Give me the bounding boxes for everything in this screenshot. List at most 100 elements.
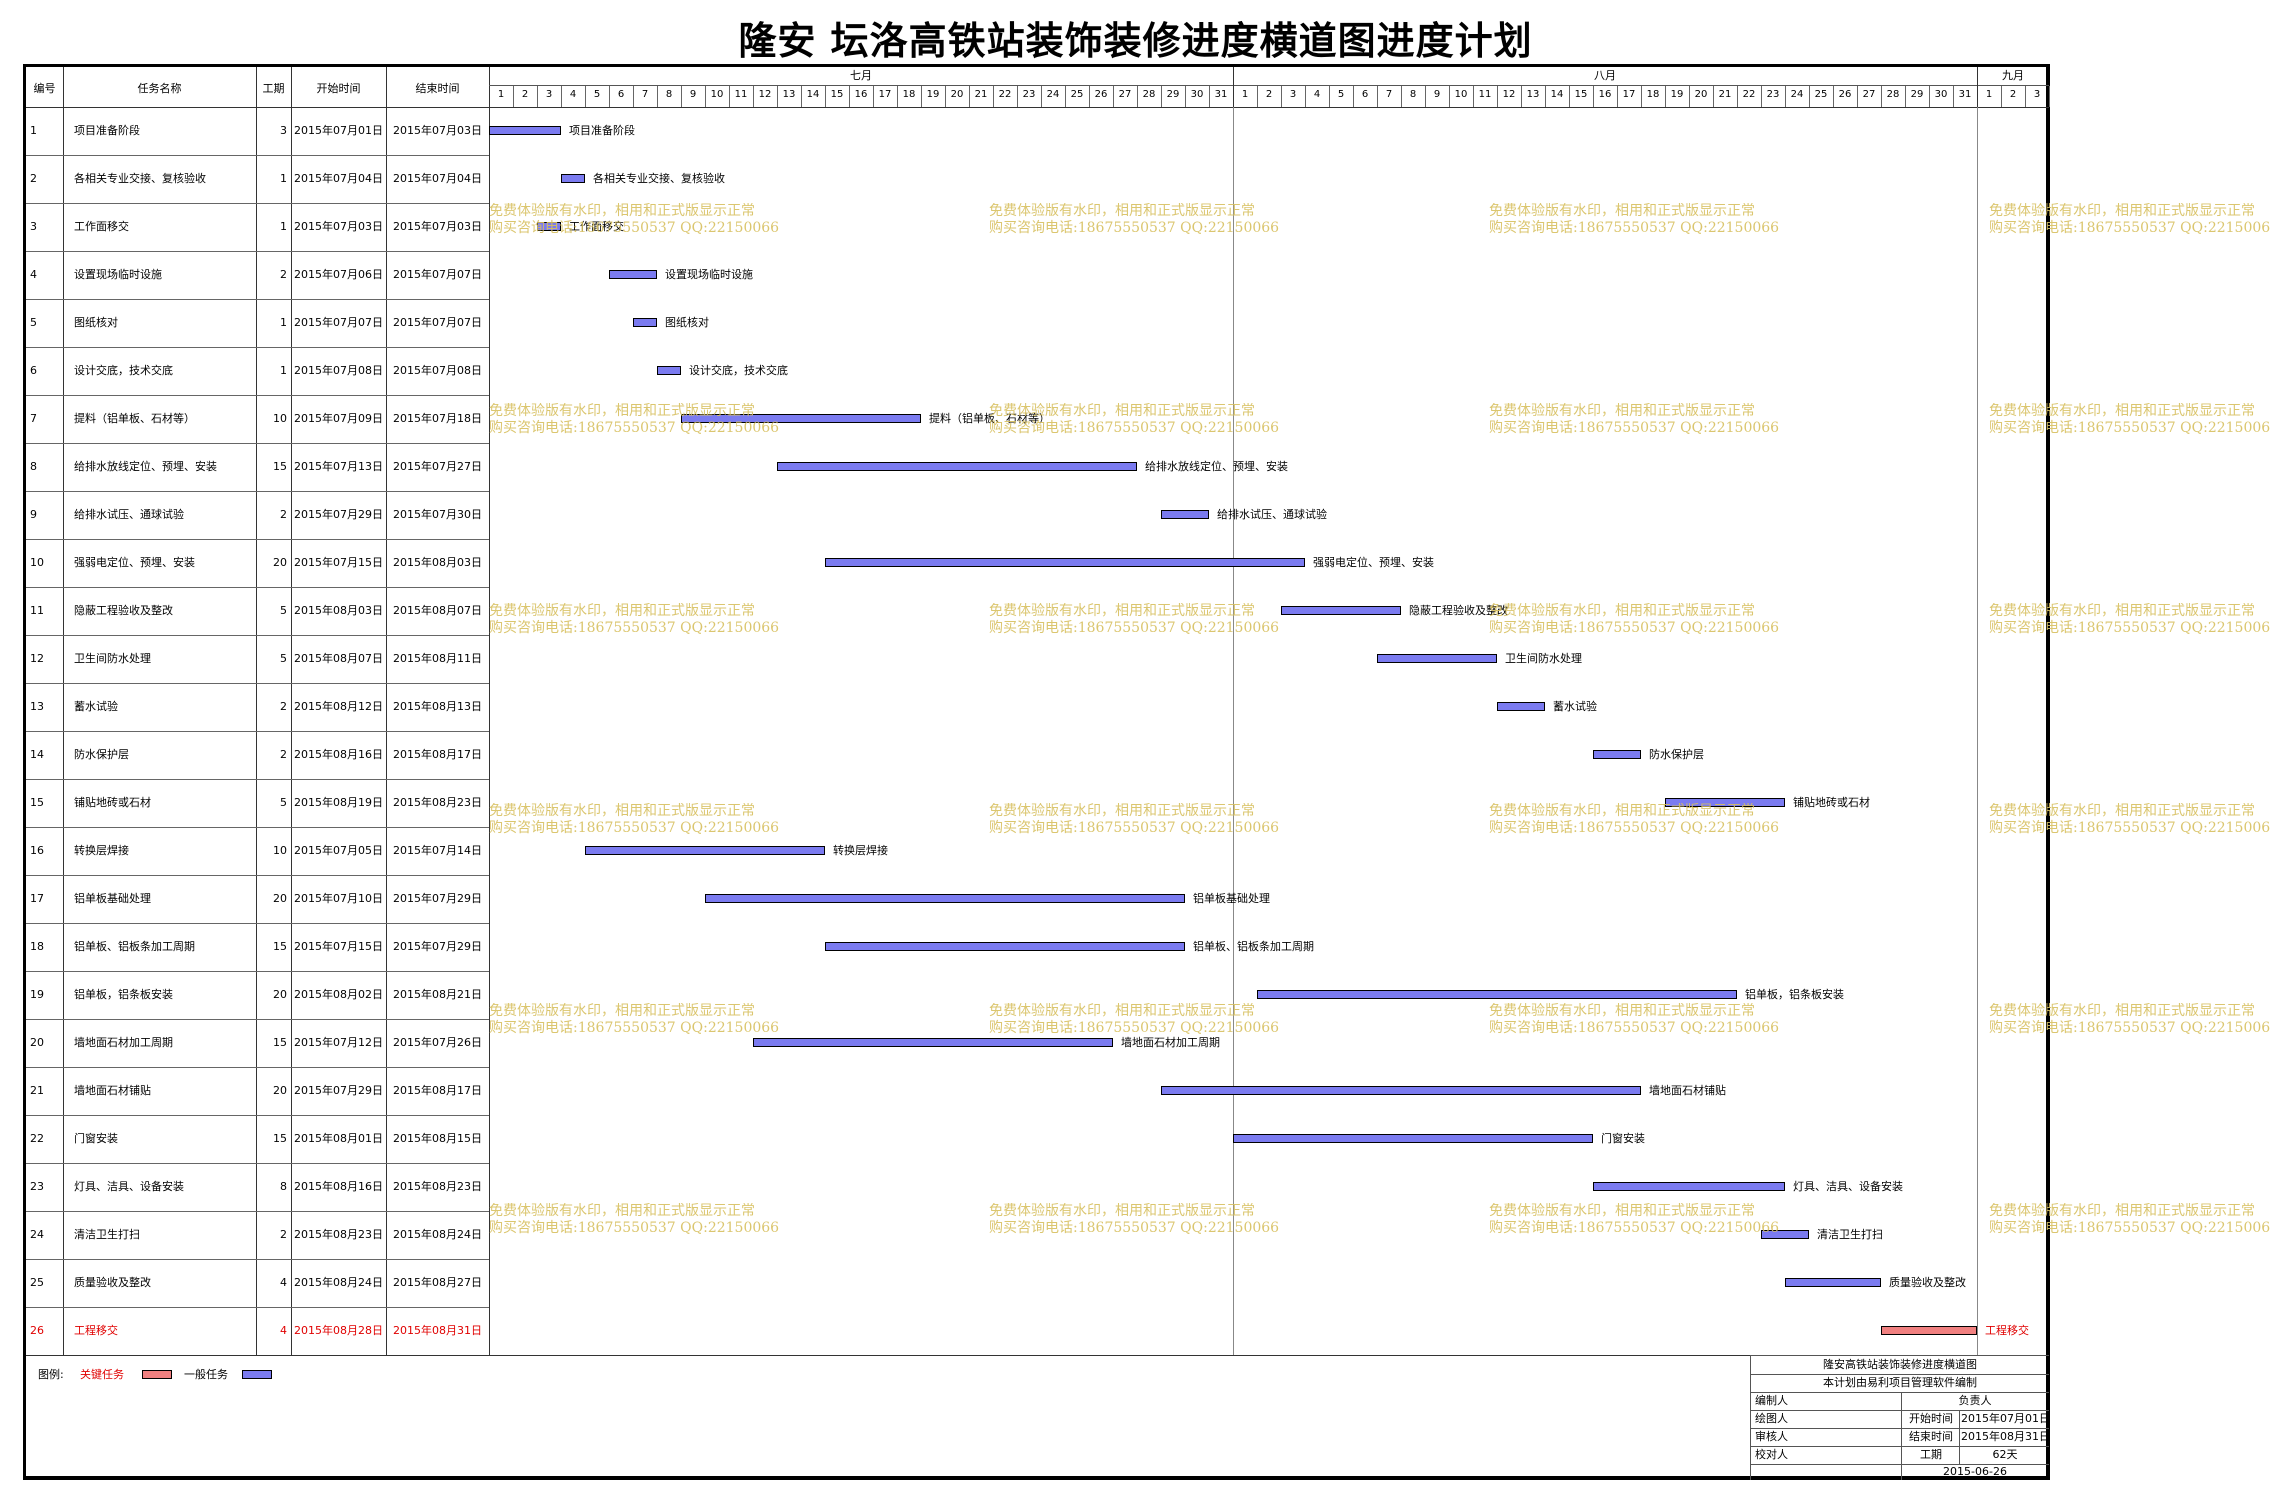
gantt-bar[interactable] [1593, 1182, 1785, 1191]
day-divider [1401, 86, 1402, 107]
gantt-bar[interactable] [1665, 798, 1785, 807]
watermark: 免费体验版有水印，相用和正式版显示正常购买咨询电话:18675550537 QQ… [489, 603, 779, 637]
gantt-bar[interactable] [1257, 990, 1737, 999]
watermark-line1: 免费体验版有水印，相用和正式版显示正常 [989, 1003, 1255, 1019]
day-label: 19 [926, 89, 940, 100]
day-divider [849, 86, 850, 107]
day-label: 3 [545, 89, 553, 100]
watermark-line1: 免费体验版有水印，相用和正式版显示正常 [989, 803, 1255, 819]
gantt-bar[interactable] [1161, 1086, 1641, 1095]
watermark-line2: 购买咨询电话:18675550537 QQ:22150066 [489, 420, 780, 436]
day-divider [1833, 86, 1834, 107]
day-label: 24 [1790, 89, 1804, 100]
day-label: 28 [1142, 89, 1156, 100]
gantt-bar[interactable] [1281, 606, 1401, 615]
day-label: 23 [1022, 89, 1036, 100]
watermark-layer: 免费体验版有水印，相用和正式版显示正常购买咨询电话:18675550537 QQ… [26, 67, 2271, 1476]
watermark-line2: 购买咨询电话:18675550537 QQ:22150066 [1489, 620, 1780, 636]
row-divider [26, 635, 489, 636]
day-label: 5 [593, 89, 601, 100]
task-end: 2015年07月04日 [393, 172, 482, 185]
task-name: 防水保护层 [74, 748, 129, 761]
day-divider [2049, 86, 2050, 107]
day-label: 29 [1166, 89, 1180, 100]
gantt-bar[interactable] [1761, 1230, 1809, 1239]
gantt-bar[interactable] [1593, 750, 1641, 759]
day-label: 10 [710, 89, 724, 100]
task-id: 24 [30, 1228, 44, 1241]
gantt-bar[interactable] [1377, 654, 1497, 663]
gantt-bar[interactable] [825, 942, 1185, 951]
day-label: 5 [1337, 89, 1345, 100]
row-divider [26, 587, 489, 588]
day-divider [1569, 86, 1570, 107]
gantt-bar[interactable] [489, 126, 561, 135]
gantt-bar[interactable] [1497, 702, 1545, 711]
gantt-bar-label: 铝单板基础处理 [1193, 892, 1270, 905]
gantt-bar-label: 蓄水试验 [1553, 700, 1597, 713]
day-divider [513, 86, 514, 107]
task-name: 提料（铝单板、石材等） [74, 412, 195, 425]
watermark-line2: 购买咨询电话:18675550537 QQ:22150066 [1489, 820, 1780, 836]
gantt-bar[interactable] [633, 318, 657, 327]
gantt-bar[interactable] [705, 894, 1185, 903]
gantt-bar[interactable] [561, 174, 585, 183]
task-name: 项目准备阶段 [74, 124, 140, 137]
day-label: 16 [1598, 89, 1612, 100]
task-start: 2015年07月05日 [294, 844, 383, 857]
day-label: 11 [1478, 89, 1492, 100]
watermark-line2: 购买咨询电话:18675550537 QQ:22150066 [489, 1020, 780, 1036]
gantt-bar[interactable] [1233, 1134, 1593, 1143]
gantt-bar-label: 工程移交 [1985, 1324, 2029, 1337]
task-start: 2015年07月12日 [294, 1036, 383, 1049]
task-start: 2015年08月16日 [294, 748, 383, 761]
gantt-bar[interactable] [1785, 1278, 1881, 1287]
task-start: 2015年07月13日 [294, 460, 383, 473]
task-id: 21 [30, 1084, 44, 1097]
row-divider [26, 1115, 489, 1116]
watermark-line2: 购买咨询电话:18675550537 QQ:22150066 [1989, 220, 2271, 236]
task-name: 铝单板基础处理 [74, 892, 151, 905]
gantt-bar-label: 卫生间防水处理 [1505, 652, 1582, 665]
gantt-bar[interactable] [657, 366, 681, 375]
column-divider [489, 67, 490, 1355]
task-name: 工程移交 [74, 1324, 118, 1337]
gantt-bar[interactable] [609, 270, 657, 279]
day-label: 28 [1886, 89, 1900, 100]
task-duration: 2 [280, 1228, 287, 1241]
day-label: 8 [1409, 89, 1417, 100]
day-divider [1281, 86, 1282, 107]
day-divider [1905, 86, 1906, 107]
task-end: 2015年07月27日 [393, 460, 482, 473]
row-divider [26, 251, 489, 252]
task-start: 2015年08月24日 [294, 1276, 383, 1289]
task-start: 2015年07月15日 [294, 940, 383, 953]
gantt-bar[interactable] [753, 1038, 1113, 1047]
day-divider [657, 86, 658, 107]
gantt-bar[interactable] [537, 222, 561, 231]
titleblock-manager: 负责人 [1958, 1394, 1992, 1407]
gantt-bar-label: 提料（铝单板、石材等） [929, 412, 1050, 425]
gantt-bar-label: 门窗安装 [1601, 1132, 1645, 1145]
day-divider [1377, 86, 1378, 107]
day-label: 6 [617, 89, 625, 100]
day-divider [1257, 86, 1258, 107]
day-label: 8 [665, 89, 673, 100]
gantt-bar[interactable] [681, 414, 921, 423]
gantt-bars: 项目准备阶段各相关专业交接、复核验收工作面移交设置现场临时设施图纸核对设计交底，… [26, 67, 2046, 1476]
task-name: 卫生间防水处理 [74, 652, 151, 665]
gantt-bar[interactable] [825, 558, 1305, 567]
task-start: 2015年07月04日 [294, 172, 383, 185]
watermark-line1: 免费体验版有水印，相用和正式版显示正常 [1489, 603, 1755, 619]
task-name: 铺贴地砖或石材 [74, 796, 151, 809]
row-divider [26, 731, 489, 732]
watermark: 免费体验版有水印，相用和正式版显示正常购买咨询电话:18675550537 QQ… [1489, 203, 1779, 237]
titleblock-end-label: 结束时间 [1909, 1430, 1953, 1443]
day-label: 12 [758, 89, 772, 100]
gantt-bar[interactable] [1881, 1326, 1977, 1335]
gantt-bar[interactable] [1161, 510, 1209, 519]
watermark-line2: 购买咨询电话:18675550537 QQ:22150066 [1989, 1220, 2271, 1236]
gantt-bar[interactable] [585, 846, 825, 855]
month-label: 七月 [850, 69, 872, 82]
gantt-bar[interactable] [777, 462, 1137, 471]
